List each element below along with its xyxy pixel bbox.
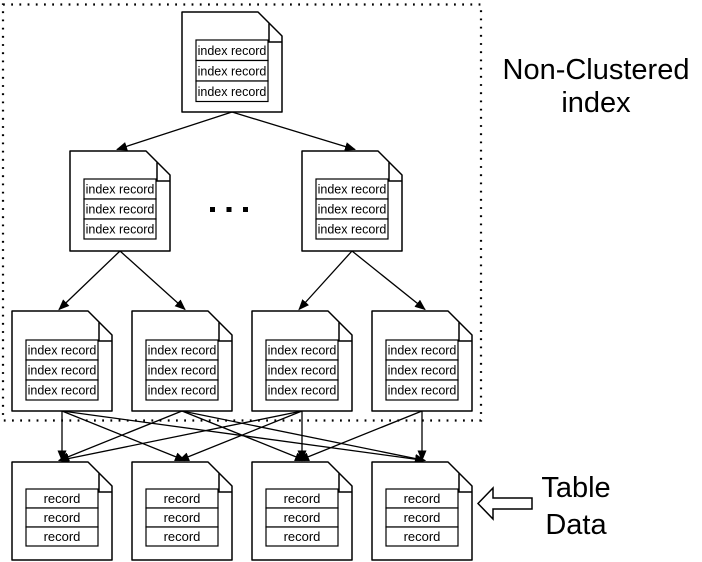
folded-corner-icon (388, 162, 402, 182)
record-label: record (44, 491, 81, 506)
record-label: index record (148, 344, 217, 358)
index-page: index record index record index record (371, 310, 473, 412)
record-label: record (164, 491, 201, 506)
folded-corner-icon (338, 473, 352, 493)
arrow-edge (178, 410, 303, 462)
table-data-label-line2: Data (545, 509, 607, 541)
folded-corner-icon (268, 23, 282, 43)
folded-corner-icon (156, 162, 170, 182)
table-data-page: record record record (131, 461, 233, 561)
index-page: index record index record index record (11, 310, 113, 412)
folded-corner-icon (338, 322, 352, 342)
record-label: record (404, 529, 441, 544)
record-cell (265, 526, 339, 547)
record-label: index record (198, 44, 267, 58)
record-cell (265, 379, 339, 401)
ellipsis-dot (210, 207, 215, 212)
arrow-edge (116, 111, 233, 151)
non-clustered-boundary (1, 3, 483, 422)
folded-corner-icon (458, 322, 472, 342)
record-label: index record (268, 344, 337, 358)
record-cell (315, 218, 389, 240)
record-label: record (284, 491, 321, 506)
table-data-arrow-icon (476, 486, 533, 521)
arrow-edge (58, 410, 183, 462)
arrow-edge (58, 410, 303, 463)
folded-corner-icon (458, 473, 472, 493)
table-data-page: record record record (251, 461, 353, 561)
record-label: record (284, 529, 321, 544)
record-label: record (44, 510, 81, 525)
record-label: index record (148, 364, 217, 378)
ellipsis-dot (226, 207, 232, 212)
record-label: index record (268, 364, 337, 378)
record-label: record (404, 491, 441, 506)
arrow-edge (351, 250, 426, 311)
folded-corner-icon (98, 473, 112, 493)
record-cell (195, 80, 269, 103)
record-label: index record (86, 223, 155, 237)
folded-corner-icon (98, 322, 112, 342)
ellipsis-dots-icon (210, 207, 248, 212)
index-page: index record index record index record (301, 150, 403, 252)
record-label: index record (388, 364, 457, 378)
record-label: record (164, 529, 201, 544)
record-label: index record (86, 183, 155, 197)
folded-corner-icon (218, 473, 232, 493)
record-label: record (44, 529, 81, 544)
record-label: index record (148, 384, 217, 398)
record-cell (83, 218, 157, 240)
arrow-edge (119, 250, 186, 311)
record-label: index record (318, 223, 387, 237)
table-data-page: record record record (371, 461, 473, 561)
arrow-edge (61, 410, 186, 462)
arrow-edge (181, 410, 426, 463)
record-label: index record (198, 64, 267, 78)
arrow-edge (181, 410, 306, 462)
record-label: index record (268, 384, 337, 398)
table-data-label-line1: Table (541, 472, 610, 504)
record-label: index record (28, 364, 97, 378)
record-label: index record (388, 384, 457, 398)
edges-layer (57, 111, 427, 464)
record-label: index record (318, 183, 387, 197)
arrow-edge (298, 410, 423, 462)
record-label: record (284, 510, 321, 525)
record-label: record (164, 510, 201, 525)
record-cell (25, 379, 99, 401)
folded-corner-icon (218, 322, 232, 342)
non-clustered-index-label-line1: Non-Clustered (503, 54, 690, 86)
record-cell (145, 379, 219, 401)
record-label: index record (198, 85, 267, 99)
record-cell (145, 526, 219, 547)
record-cell (385, 526, 459, 547)
arrow-edge (231, 111, 356, 151)
record-cell (385, 379, 459, 401)
index-page: index record index record index record (131, 310, 233, 412)
arrow-edge (298, 250, 353, 311)
index-page: index record index record index record (181, 11, 283, 113)
index-page: index record index record index record (251, 310, 353, 412)
record-cell (25, 526, 99, 547)
index-page: index record index record index record (69, 150, 171, 252)
record-label: index record (86, 203, 155, 217)
arrow-edge (58, 250, 121, 311)
record-label: index record (388, 344, 457, 358)
non-clustered-index-label-line2: index (561, 87, 631, 119)
record-label: record (404, 510, 441, 525)
record-label: index record (28, 344, 97, 358)
table-data-page: record record record (11, 461, 113, 561)
record-label: index record (318, 203, 387, 217)
ellipsis-dot (243, 207, 248, 212)
record-label: index record (28, 384, 97, 398)
